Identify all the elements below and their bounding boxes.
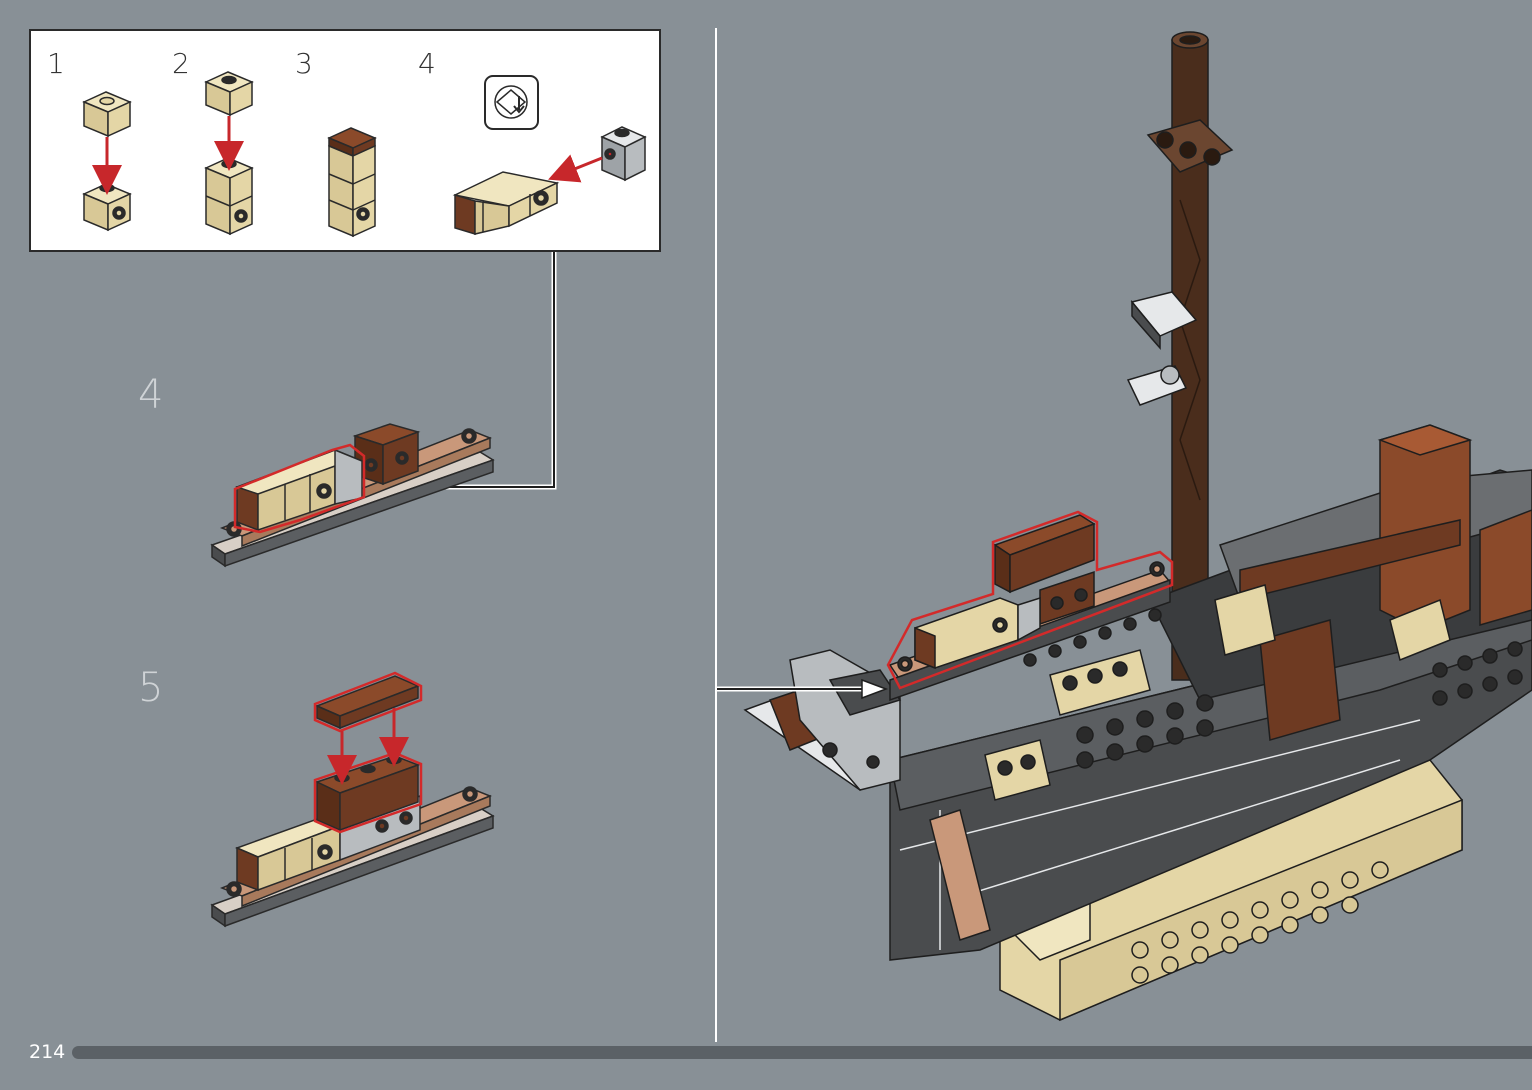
assembly-arrow-4 bbox=[562, 158, 602, 174]
page-number: 214 bbox=[29, 1041, 65, 1063]
ship-model bbox=[745, 32, 1532, 1020]
substep-4-assembly bbox=[455, 127, 645, 234]
rotate-model-icon bbox=[485, 76, 538, 129]
step-4-model bbox=[212, 424, 493, 566]
progress-bar bbox=[72, 1046, 1532, 1059]
substep-3-stack bbox=[329, 128, 375, 236]
step-5-model bbox=[212, 676, 493, 926]
